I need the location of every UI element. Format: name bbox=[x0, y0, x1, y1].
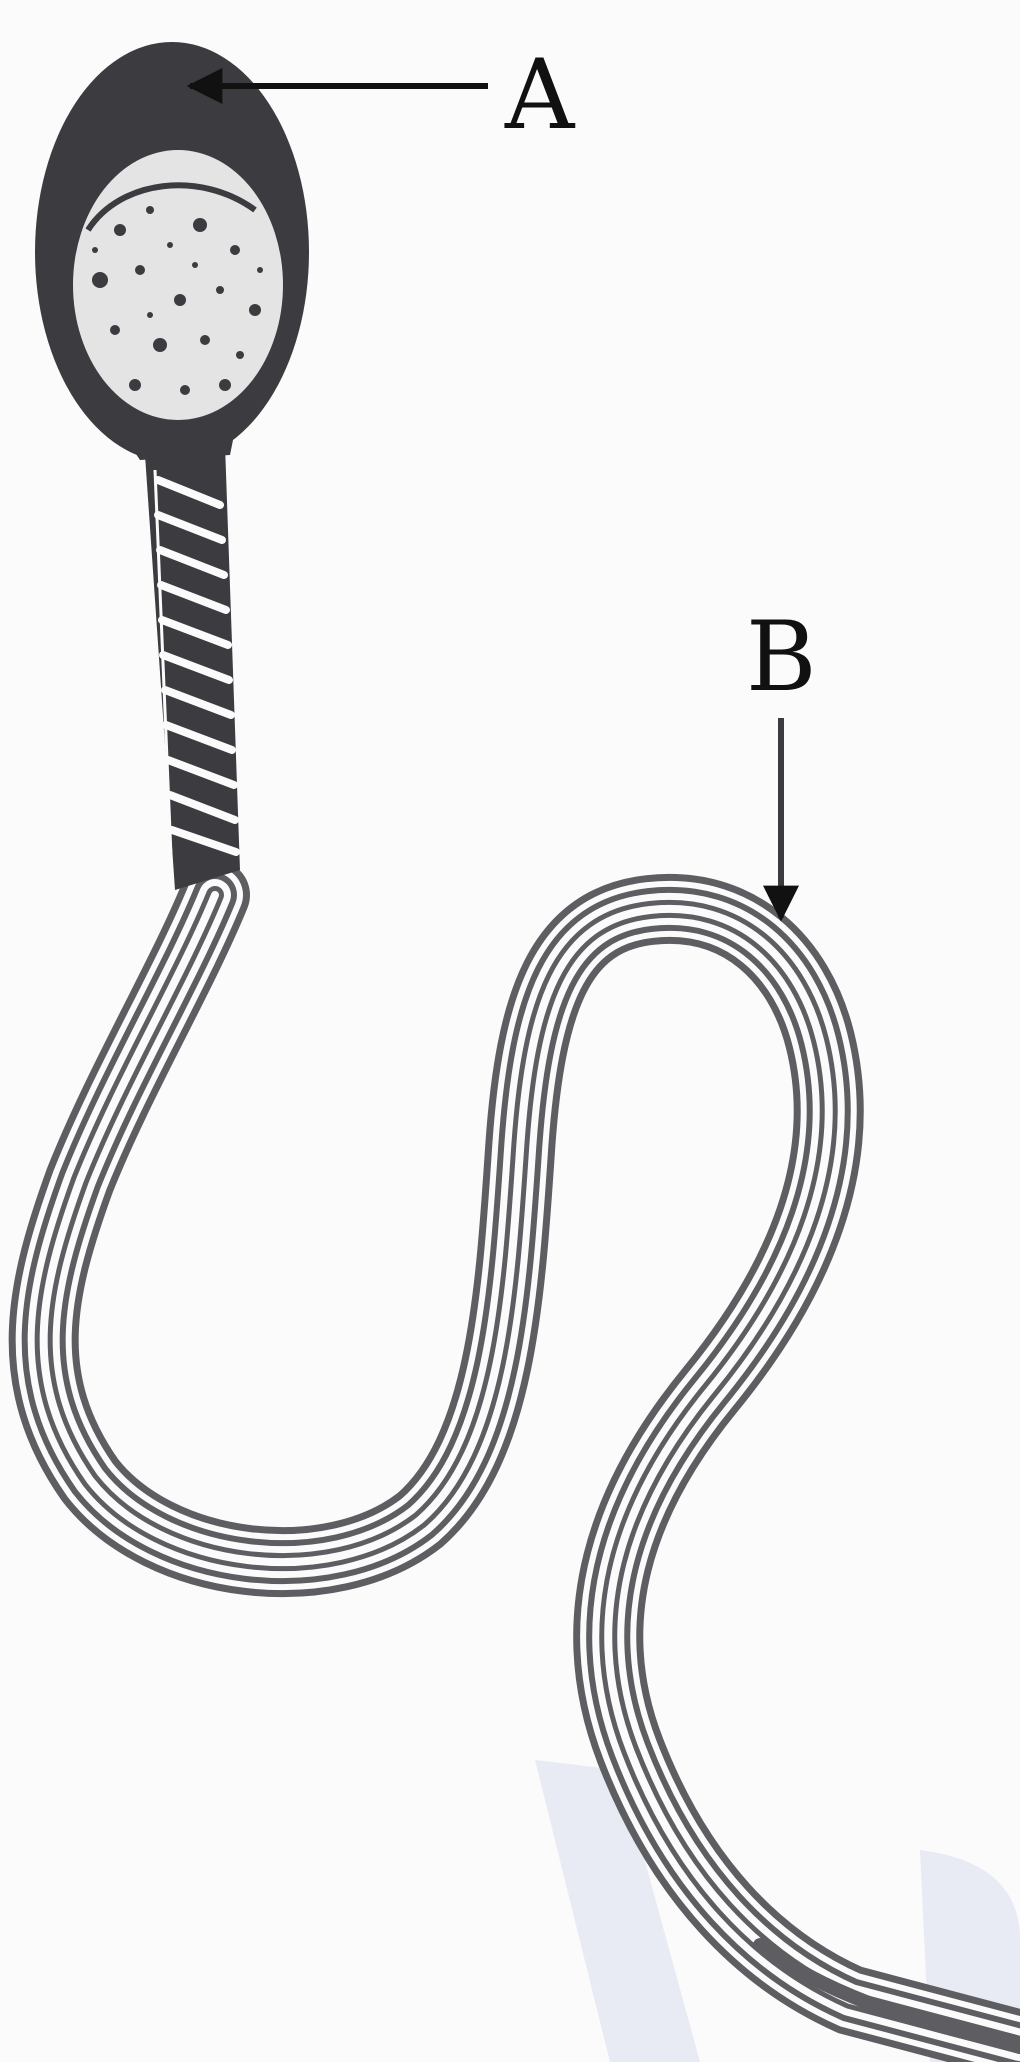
tail bbox=[44, 895, 1020, 2045]
label-b-group: B bbox=[746, 601, 817, 918]
middle-piece bbox=[145, 445, 242, 890]
label-a: A bbox=[504, 39, 576, 151]
label-b: B bbox=[746, 601, 817, 713]
head bbox=[35, 42, 309, 462]
